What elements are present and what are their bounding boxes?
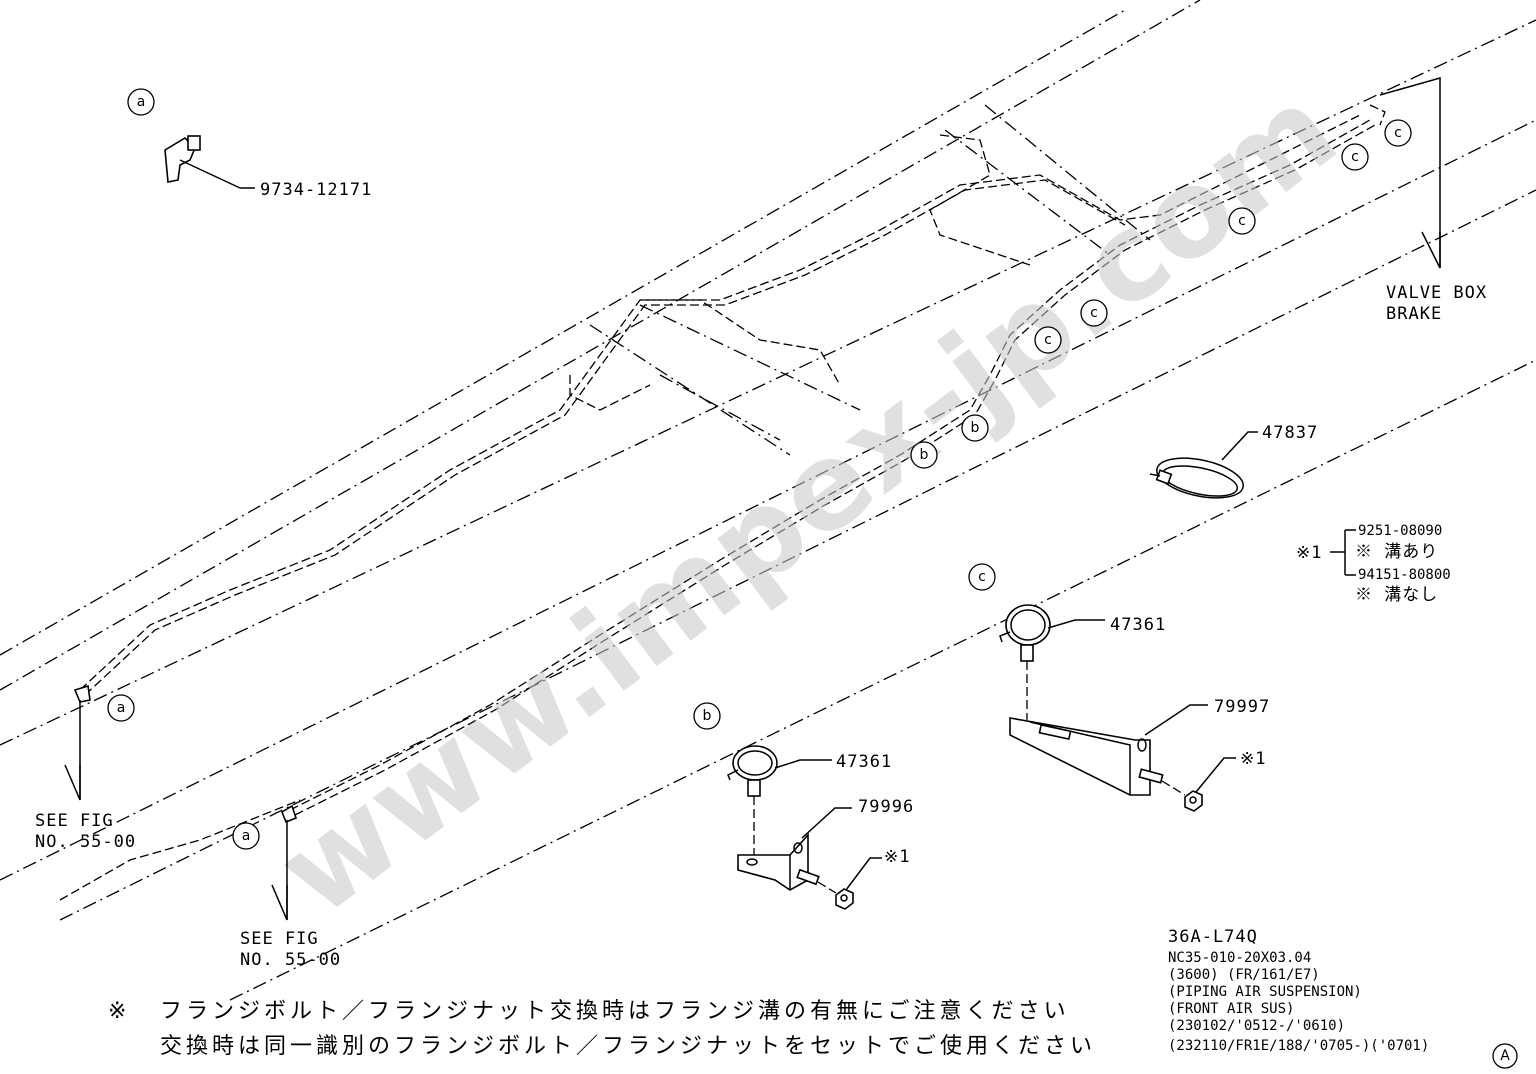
see-fig-arrow-left-icon bbox=[64, 684, 91, 801]
bolt-legend-ref: ※1 bbox=[1296, 543, 1322, 563]
footer-note-line1: フランジボルト／フランジナット交換時はフランジ溝の有無にご注意ください bbox=[160, 999, 1070, 1024]
callout-c-3: c bbox=[1228, 207, 1256, 235]
part-number-clip-b: 47361 bbox=[836, 752, 892, 772]
callout-b-2: b bbox=[961, 414, 989, 442]
valve-box-arrow-icon bbox=[1379, 77, 1441, 269]
brake-label: BRAKE bbox=[1386, 304, 1442, 324]
part-number-bracket-c: 79997 bbox=[1214, 697, 1270, 717]
diagram-code: 36A-L74Q bbox=[1168, 927, 1258, 947]
callout-A-corner: A bbox=[1492, 1043, 1518, 1069]
nut-c-icon bbox=[1161, 757, 1236, 812]
callout-b-1: b bbox=[910, 441, 938, 469]
callout-a-top: a bbox=[127, 88, 155, 116]
see-fig-arrow-mid-icon bbox=[271, 804, 297, 921]
bracket-b-icon bbox=[737, 807, 852, 891]
svg-text:c: c bbox=[1044, 332, 1052, 348]
nut-b-icon bbox=[817, 857, 882, 910]
bracket-c-icon bbox=[1009, 704, 1208, 796]
svg-text:c: c bbox=[978, 569, 986, 585]
callout-c-detail: c bbox=[968, 563, 996, 591]
clip-b-icon bbox=[727, 745, 832, 860]
title-line6: (232110/FR1E/188/'0705-)('0701) bbox=[1168, 1038, 1429, 1054]
nut-ref-c: ※1 bbox=[1240, 749, 1266, 769]
svg-text:c: c bbox=[1238, 213, 1246, 229]
callout-a-mid: a bbox=[232, 822, 260, 850]
part-number-elbow: 9734-12171 bbox=[260, 180, 372, 200]
callout-c-1: c bbox=[1034, 326, 1062, 354]
title-line2: (3600) (FR/161/E7) bbox=[1168, 967, 1320, 983]
elbow-fitting-icon bbox=[164, 135, 255, 189]
clip-c-icon bbox=[999, 604, 1105, 720]
nut-ref-b: ※1 bbox=[884, 847, 910, 867]
bolt-option1-part: 9251-08090 bbox=[1358, 523, 1442, 539]
callout-c-5: c bbox=[1384, 119, 1412, 147]
bolt-option1-note: ※ 溝あり bbox=[1355, 542, 1438, 562]
valve-box-label: VALVE BOX bbox=[1386, 283, 1487, 303]
svg-text:a: a bbox=[242, 828, 251, 844]
svg-text:b: b bbox=[703, 708, 712, 724]
part-number-cable-tie: 47837 bbox=[1262, 423, 1318, 443]
see-fig-left-line2: NO. 55-00 bbox=[35, 832, 136, 852]
footer-note-line2: 交換時は同一識別のフランジボルト／フランジナットをセットでご使用ください bbox=[160, 1034, 1096, 1059]
svg-text:c: c bbox=[1090, 305, 1098, 321]
callout-c-2: c bbox=[1080, 299, 1108, 327]
see-fig-mid-line2: NO. 55-00 bbox=[240, 950, 341, 970]
callout-a-left: a bbox=[107, 694, 135, 722]
air-pipes bbox=[59, 104, 1386, 901]
svg-text:b: b bbox=[920, 447, 929, 463]
see-fig-left-line1: SEE FIG bbox=[35, 811, 114, 831]
title-line5: (230102/'0512-/'0610) bbox=[1168, 1018, 1345, 1034]
title-line3: (PIPING AIR SUSPENSION) bbox=[1168, 984, 1362, 1000]
bolt-option2-part: 94151-80800 bbox=[1358, 567, 1451, 583]
svg-text:a: a bbox=[137, 94, 146, 110]
part-number-bracket-b: 79996 bbox=[858, 797, 914, 817]
svg-text:b: b bbox=[971, 420, 980, 436]
title-line4: (FRONT AIR SUS) bbox=[1168, 1001, 1294, 1017]
bolt-legend-bracket bbox=[1330, 529, 1356, 576]
svg-text:c: c bbox=[1394, 125, 1402, 141]
title-line1: NC35-010-20X03.04 bbox=[1168, 950, 1311, 966]
cable-tie-icon bbox=[1149, 431, 1258, 499]
chassis-frame bbox=[0, 0, 1536, 1001]
footer-note-mark: ※ bbox=[108, 999, 130, 1024]
callout-b-detail: b bbox=[693, 702, 721, 730]
svg-text:a: a bbox=[117, 700, 126, 716]
callout-c-4: c bbox=[1341, 143, 1369, 171]
see-fig-mid-line1: SEE FIG bbox=[240, 929, 319, 949]
svg-text:A: A bbox=[1500, 1048, 1510, 1064]
part-number-clip-c: 47361 bbox=[1110, 615, 1166, 635]
svg-text:c: c bbox=[1351, 149, 1359, 165]
bolt-option2-note: ※ 溝なし bbox=[1355, 585, 1438, 605]
